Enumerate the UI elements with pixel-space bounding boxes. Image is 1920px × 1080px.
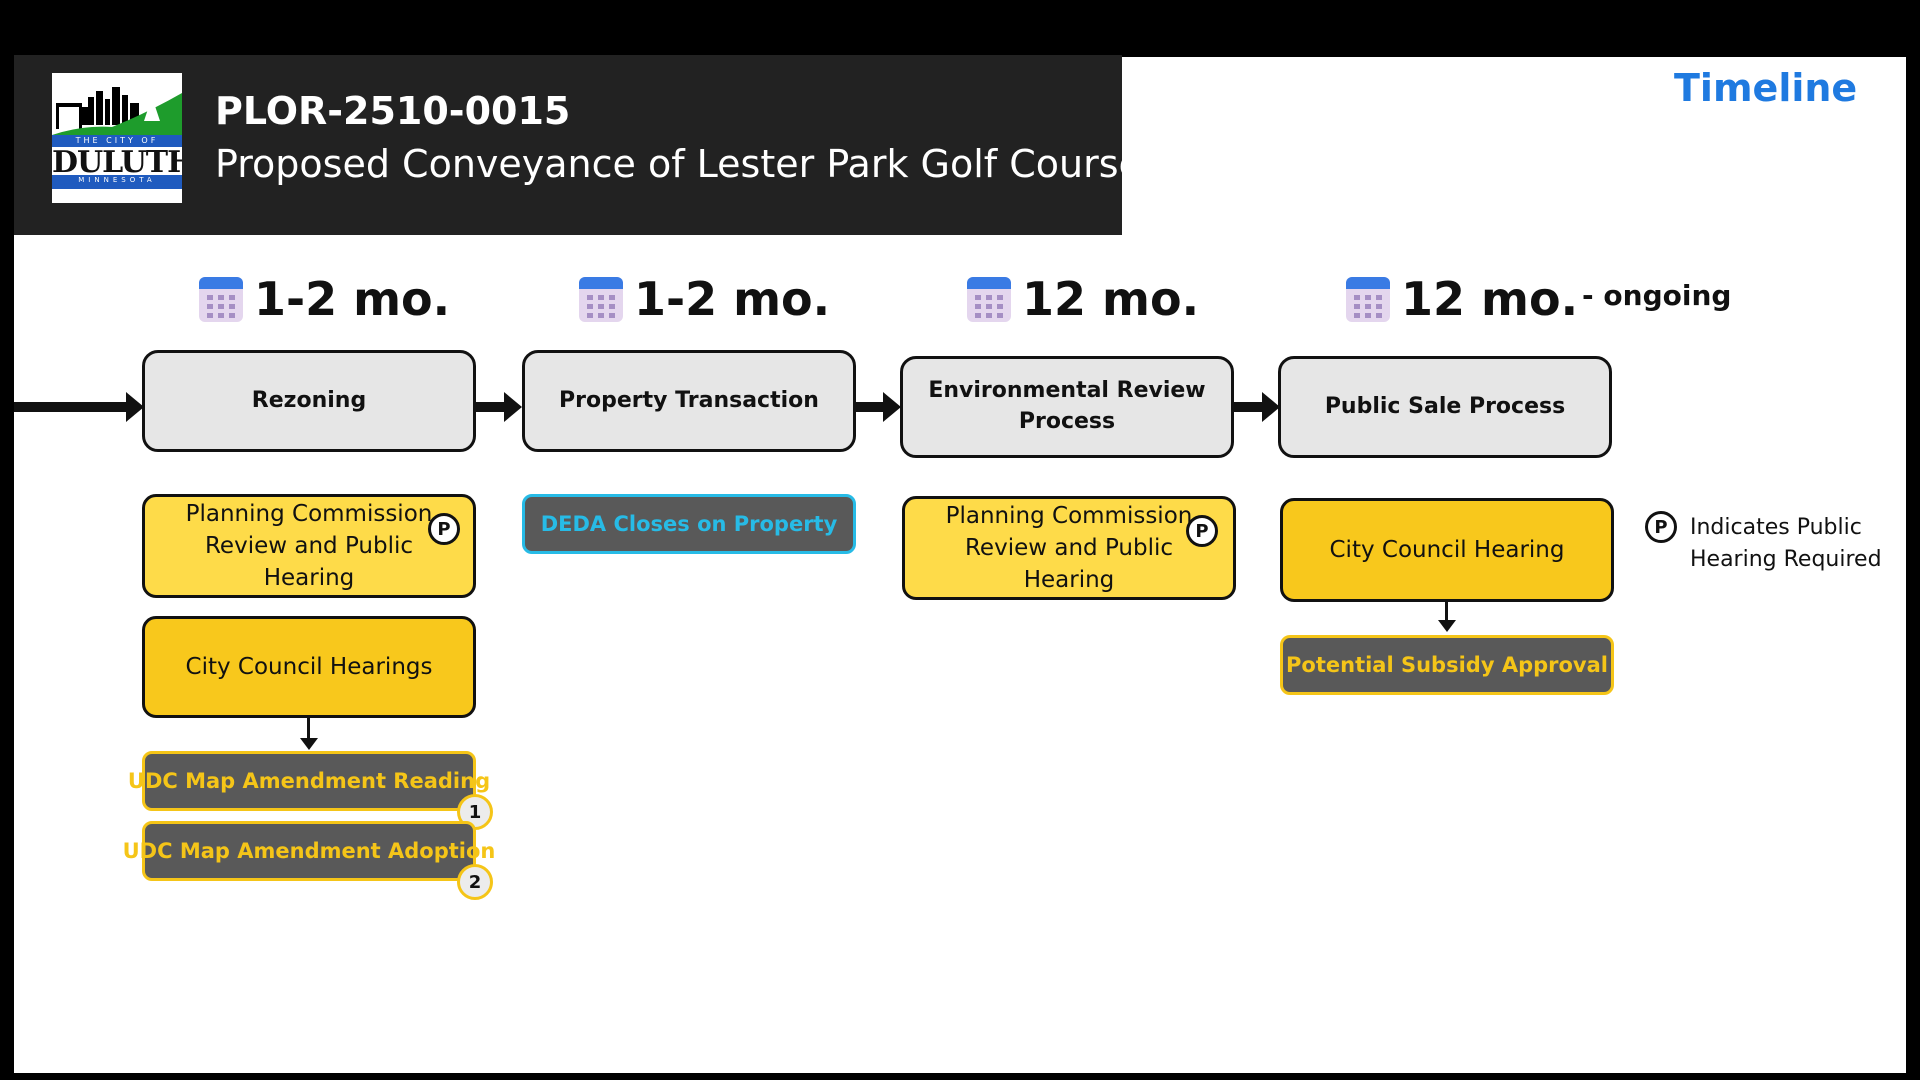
section-title: Timeline: [1674, 66, 1858, 110]
arrow-right-icon: [1262, 392, 1280, 422]
legend-public-hearing-icon: P: [1645, 511, 1677, 543]
connector-line: [853, 402, 883, 412]
stage-rezoning: Rezoning: [142, 350, 476, 452]
header-bar: [14, 55, 1122, 235]
stage-label: Property Transaction: [559, 387, 819, 413]
step-number-badge: 1: [457, 794, 493, 830]
step-deda-closes: DEDA Closes on Property: [522, 494, 856, 554]
calendar-icon: [579, 277, 623, 322]
top-rule: [1122, 55, 1906, 57]
public-hearing-icon: P: [1186, 515, 1218, 547]
step-rezoning-planning-commission: Planning Commission Review and Public He…: [142, 494, 476, 598]
arrow-down-icon: [300, 738, 318, 750]
step-text: City Council Hearing: [1329, 537, 1565, 563]
duration-text: 12 mo.: [1022, 272, 1200, 326]
arrow-right-icon: [883, 392, 901, 422]
duration-environmental: 12 mo.: [966, 268, 1199, 330]
duration-text: 1-2 mo.: [254, 272, 451, 326]
stage-property-transaction: Property Transaction: [522, 350, 856, 452]
legend-text: Indicates Public Hearing Required: [1690, 515, 1882, 572]
step-text: Planning Commission Review and Public He…: [945, 502, 1193, 594]
badge-letter: P: [437, 518, 451, 540]
document-title: Proposed Conveyance of Lester Park Golf …: [215, 142, 1142, 186]
step-text: Potential Subsidy Approval: [1286, 653, 1608, 677]
step-subsidy-approval: Potential Subsidy Approval: [1280, 635, 1614, 695]
stage-label: Rezoning: [251, 387, 367, 413]
duration-suffix: - ongoing: [1582, 278, 1732, 312]
step-text: Planning Commission Review and Public He…: [185, 500, 433, 592]
badge-letter: P: [1654, 516, 1668, 538]
badge-number: 2: [468, 871, 482, 893]
arrow-right-icon: [504, 392, 522, 422]
step-text: UDC Map Amendment Reading: [127, 769, 491, 793]
duration-text: 1-2 mo.: [634, 272, 831, 326]
logo-line1: THE CITY OF: [75, 136, 159, 145]
arrow-down-icon: [1438, 620, 1456, 632]
badge-letter: P: [1195, 520, 1209, 542]
step-text: DEDA Closes on Property: [540, 512, 838, 536]
stage-public-sale: Public Sale Process: [1278, 356, 1612, 458]
duration-text: 12 mo.: [1401, 272, 1579, 326]
stage-label: Environmental Review Process: [928, 378, 1206, 434]
step-udc-reading: UDC Map Amendment Reading: [128, 751, 490, 811]
arrow-right-icon: [126, 392, 144, 422]
step-sale-city-council: City Council Hearing: [1280, 498, 1614, 602]
duration-public-sale: 12 mo. - ongoing: [1345, 268, 1731, 330]
connector-down: [307, 718, 310, 742]
calendar-icon: [199, 277, 243, 322]
document-id: PLOR-2510-0015: [215, 89, 571, 133]
top-border: [14, 7, 1906, 55]
step-text: UDC Map Amendment Adoption: [122, 839, 496, 863]
duration-rezoning: 1-2 mo.: [198, 268, 450, 330]
logo-line2: MINNESOTA: [78, 176, 156, 184]
stage-environmental-review: Environmental Review Process: [900, 356, 1234, 458]
badge-number: 1: [468, 801, 482, 823]
step-environmental-planning-commission: Planning Commission Review and Public He…: [902, 496, 1236, 600]
stage-label: Public Sale Process: [1324, 393, 1566, 419]
logo-name: DULUTH: [52, 145, 182, 180]
step-udc-adoption: UDC Map Amendment Adoption: [123, 821, 495, 881]
connector-line: [474, 402, 504, 412]
public-hearing-icon: P: [428, 513, 460, 545]
connector-line: [1232, 402, 1262, 412]
step-text: City Council Hearings: [185, 654, 433, 680]
step-number-badge: 2: [457, 864, 493, 900]
connector-line: [14, 402, 126, 412]
calendar-icon: [967, 277, 1011, 322]
calendar-icon: [1346, 277, 1390, 322]
duluth-logo: THE CITY OF DULUTH MINNESOTA: [52, 73, 182, 203]
skyline-icon: [52, 87, 182, 189]
step-rezoning-city-council: City Council Hearings: [142, 616, 476, 718]
connector-down: [1445, 602, 1448, 622]
duration-property: 1-2 mo.: [578, 268, 830, 330]
